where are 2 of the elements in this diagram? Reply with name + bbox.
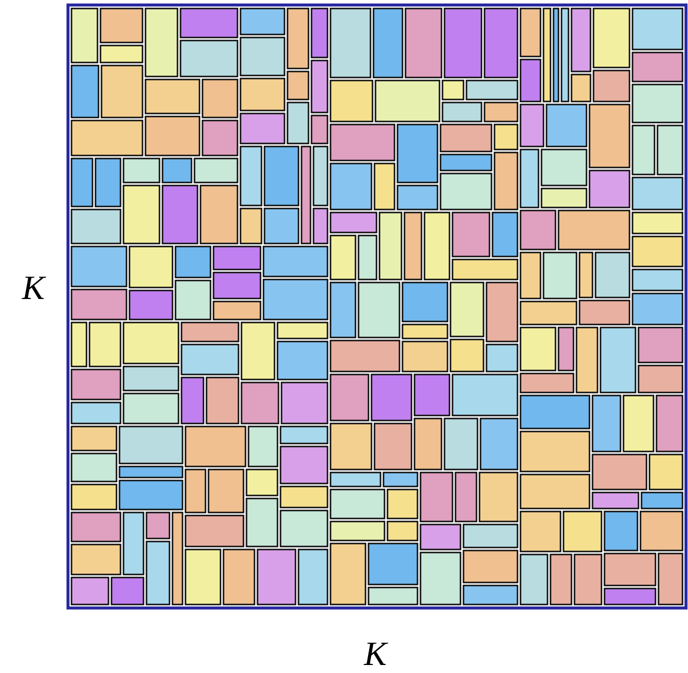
axis-label: K	[22, 272, 45, 306]
axis-label: K	[364, 638, 387, 672]
